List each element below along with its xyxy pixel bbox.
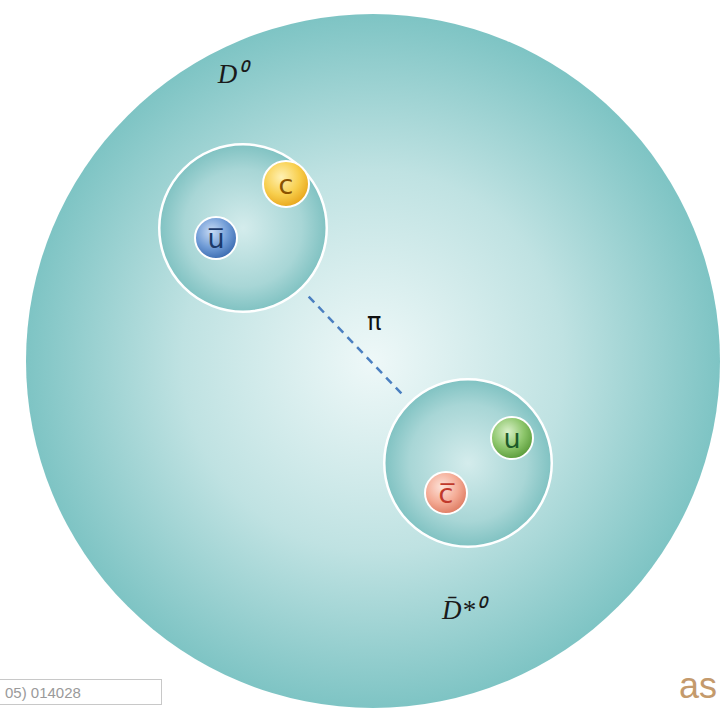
outer-sphere bbox=[26, 14, 720, 708]
antiquark-circle: c̅ bbox=[424, 471, 468, 515]
circle-fill bbox=[425, 472, 467, 514]
quark-symbol: u bbox=[503, 425, 520, 452]
particle-name: D⁰ bbox=[218, 54, 247, 91]
circle-fill bbox=[159, 144, 327, 312]
quark-symbol: c̅ bbox=[439, 480, 454, 507]
particle-name: D̄*⁰ bbox=[442, 590, 484, 627]
antiquark-circle: u̅ bbox=[194, 216, 238, 260]
exchange-particle-label: π bbox=[367, 308, 381, 336]
quark-circle: c bbox=[262, 160, 310, 208]
meson-circle: D̄*⁰uc̅ bbox=[383, 378, 553, 548]
circle-fill bbox=[195, 217, 237, 259]
quark-circle: u bbox=[490, 416, 534, 460]
circle-fill bbox=[263, 161, 309, 207]
meson-circle: D⁰cu̅ bbox=[158, 143, 328, 313]
quark-symbol: u̅ bbox=[207, 225, 224, 252]
citation-text: 05) 014028 bbox=[0, 679, 162, 705]
pion-exchange-line bbox=[309, 297, 403, 395]
quark-symbol: c bbox=[279, 171, 294, 198]
circle-fill bbox=[384, 379, 552, 547]
circle-fill bbox=[491, 417, 533, 459]
circle-outline bbox=[383, 378, 553, 548]
truncated-text: as bbox=[679, 668, 717, 704]
